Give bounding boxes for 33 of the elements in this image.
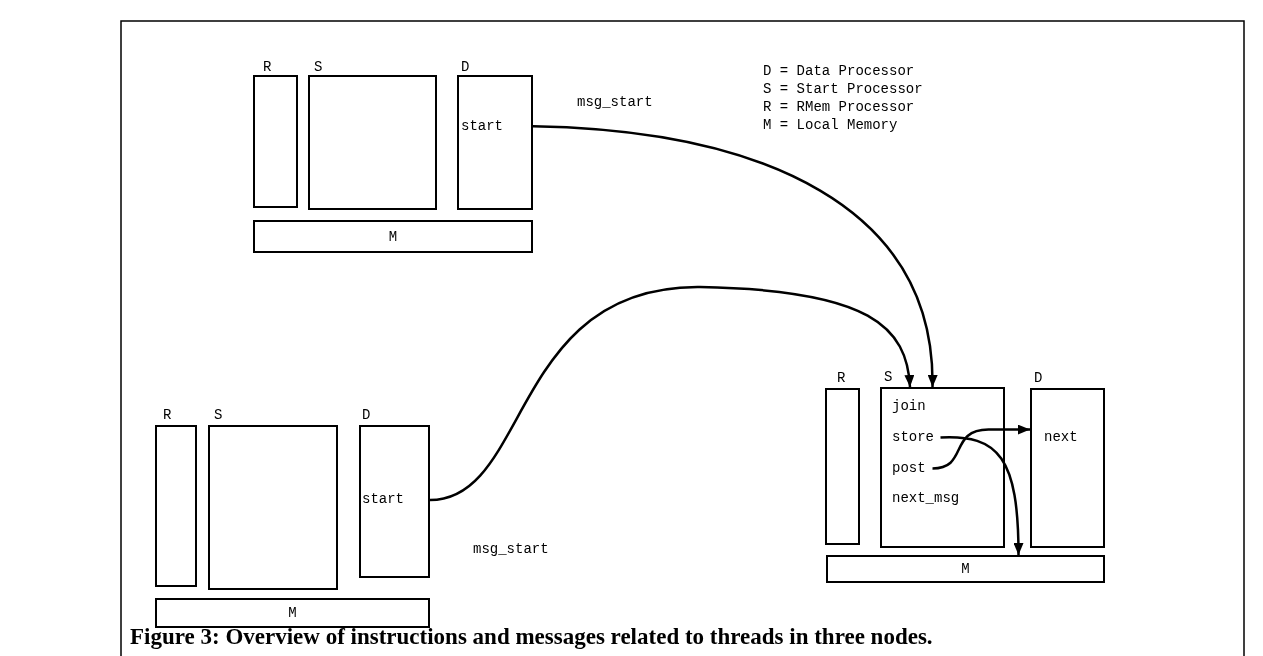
memory-label: M [287, 604, 298, 622]
processor-label: D [362, 406, 371, 424]
arrow [940, 436, 1024, 556]
memory-bar [826, 555, 1105, 583]
instruction-label: join [892, 397, 926, 415]
edge-label: msg_start [471, 540, 551, 558]
instruction-label: store [892, 428, 936, 446]
memory-label: M [387, 227, 399, 246]
processor-label: D [461, 58, 470, 76]
processor-label: R [163, 406, 172, 424]
processor-label: D [1034, 369, 1043, 387]
key-text: S = Start Processor [763, 80, 923, 98]
instruction-label: next [1044, 428, 1078, 446]
key-text: D = Data Processor [763, 62, 915, 80]
processor-label: R [263, 58, 272, 76]
arrow [429, 285, 914, 502]
instruction-label: start [461, 117, 503, 135]
edge-label: msg_start [575, 93, 655, 111]
processor-label: R [837, 369, 846, 387]
memory-label: M [960, 560, 971, 578]
arrow [932, 424, 1030, 470]
processor-label: S [314, 58, 323, 76]
key-text: M = Local Memory [763, 116, 898, 134]
memory-bar [155, 598, 430, 628]
key-text: R = RMem Processor [763, 98, 915, 116]
figure-caption: Figure 3: Overview of instructions and messages related to threads in three nodes. [130, 624, 933, 650]
arrow [532, 125, 937, 388]
processor-label: S [884, 368, 893, 386]
instruction-label: start [362, 490, 404, 508]
instruction-label: post [892, 459, 928, 477]
processor-label: S [214, 406, 223, 424]
memory-bar [253, 220, 533, 253]
instruction-label: next_msg [892, 489, 960, 507]
